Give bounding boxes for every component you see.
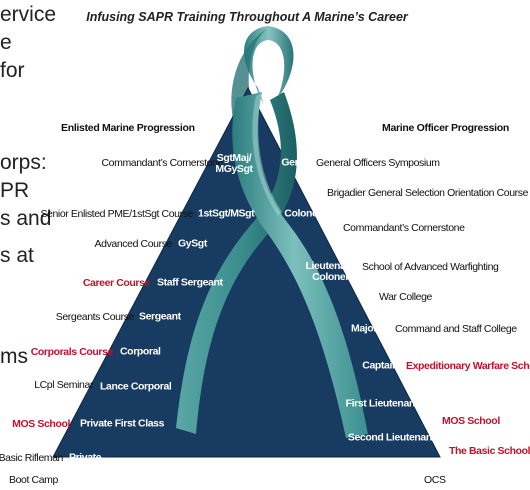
ribbon-band-back	[176, 92, 297, 434]
enlisted-course-label: Advanced Course	[94, 237, 173, 250]
enlisted-rank: Corporal	[120, 345, 161, 358]
officer-course-label: War College	[379, 290, 432, 303]
officer-course-label: Expeditionary Warfare School	[406, 359, 530, 372]
enlisted-rank: Lance Corporal	[100, 380, 172, 393]
enlisted-course-label: MOS School	[12, 417, 70, 430]
enlisted-course-label: Senior Enlisted PME/1stSgt Course	[40, 207, 193, 220]
officer-course-label: General Officers Symposium	[316, 156, 440, 169]
officer-course-label: Commandant’s Cornerstone	[343, 221, 465, 234]
enlisted-course-label: Basic Rifleman	[0, 451, 63, 464]
officer-course-label: OCS	[424, 473, 446, 486]
officer-rank: Colonel	[284, 207, 320, 220]
slide-text-fragment: PR	[0, 179, 30, 202]
officer-rank: Lieutenant Colonel	[305, 259, 355, 283]
enlisted-rank: SgtMaj/ MGySgt	[215, 151, 253, 175]
officer-course-label: MOS School	[442, 414, 500, 427]
officer-course-label: Brigadier General Selection Orientation …	[327, 186, 529, 199]
officer-course-label: School of Advanced Warfighting	[362, 260, 499, 273]
slide-text-fragment: s at	[0, 244, 34, 267]
enlisted-progression-header: Enlisted Marine Progression	[61, 122, 195, 134]
enlisted-course-label: Career Course	[82, 276, 151, 289]
officer-rank: Second Lieutenant	[347, 431, 436, 444]
enlisted-rank: Private	[69, 451, 102, 464]
officer-rank: Captain	[362, 359, 398, 372]
slide-text-fragment: s and	[0, 207, 52, 230]
enlisted-course-label: Boot Camp	[9, 473, 58, 486]
enlisted-rank: GySgt	[178, 237, 207, 250]
officer-course-label: The Basic School	[449, 444, 530, 457]
officer-rank: Major	[350, 322, 377, 335]
ribbon-band-front	[232, 92, 368, 438]
ribbon-loop	[244, 26, 294, 108]
enlisted-rank: Staff Sergeant	[157, 276, 223, 289]
slide-text-fragment: ervice	[0, 3, 57, 26]
officer-rank: First Lieutenant	[345, 397, 419, 410]
officer-rank: Gen	[281, 156, 301, 169]
slide-text-fragment: orps:	[0, 151, 47, 174]
slide-text-fragment: for	[0, 59, 25, 82]
officer-course-label: Command and Staff College	[395, 322, 517, 335]
enlisted-rank: 1stSgt/MSgt	[198, 207, 255, 220]
enlisted-course-label: LCpl Seminar	[34, 378, 93, 391]
slide-text-fragment: ms	[0, 345, 28, 368]
enlisted-rank: Sergeant	[139, 310, 181, 323]
officer-progression-header: Marine Officer Progression	[382, 122, 509, 134]
diagram-title: Infusing SAPR Training Throughout A Mari…	[86, 10, 408, 24]
enlisted-course-label: Commandant’s Cornerstone	[101, 156, 223, 169]
slide-text-fragment: e	[0, 31, 12, 54]
enlisted-course-label: Sergeants Course	[55, 310, 135, 323]
enlisted-course-label: Corporals Course	[30, 345, 114, 358]
enlisted-rank: Private First Class	[80, 417, 165, 430]
